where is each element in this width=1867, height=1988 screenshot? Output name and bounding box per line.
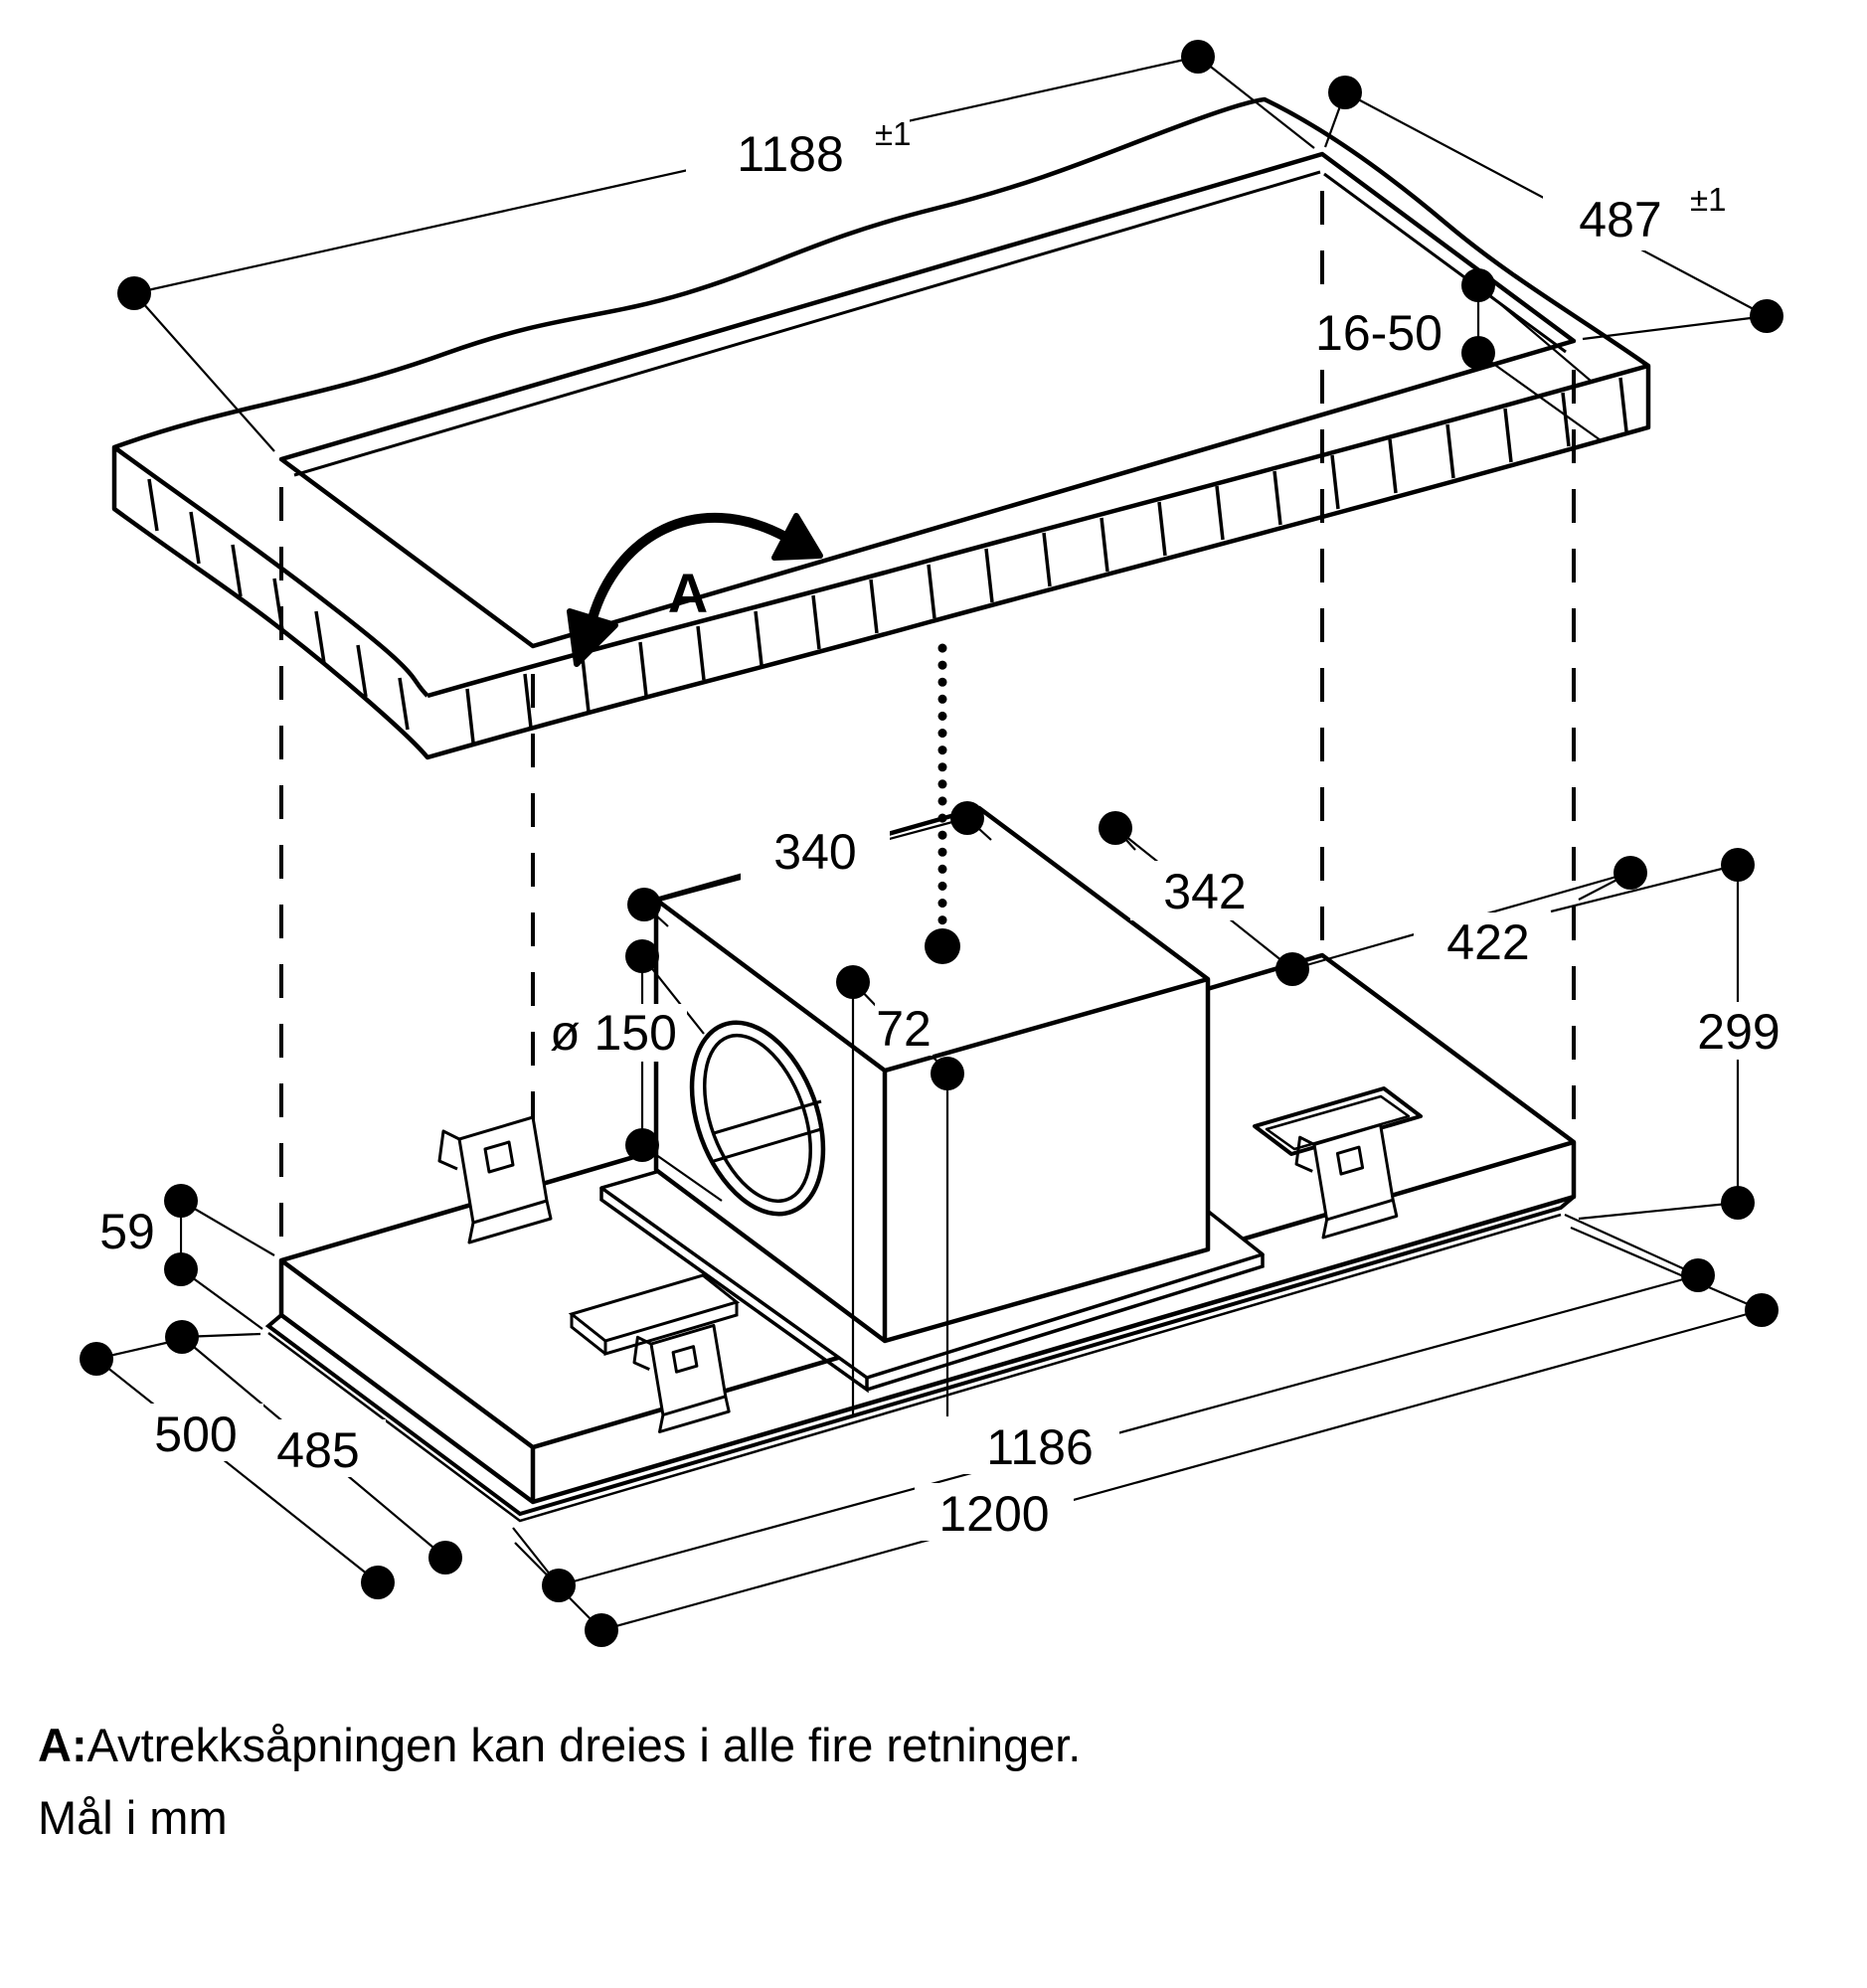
- ceiling-break-edge-left: [112, 445, 429, 698]
- blower-box-edges: [654, 898, 1209, 1341]
- rotation-arrow-icon: [567, 512, 823, 667]
- hood-glass-lip: [264, 1195, 1576, 1517]
- label-cutout-length-tolerance: ±1: [875, 115, 911, 152]
- label-rotation: A: [668, 562, 708, 624]
- label-top-right-width: 422: [1446, 914, 1529, 970]
- connection-cutout-inner: [1265, 1094, 1411, 1151]
- ceiling-cutout-inner-wall: [293, 170, 1567, 477]
- caption-line2: Mål i mm: [38, 1791, 228, 1844]
- mounting-bracket-front: [632, 1323, 731, 1433]
- dim-line-72: [851, 981, 949, 1416]
- ceiling-panel: [111, 96, 1651, 760]
- mounting-bracket-right: [1294, 1123, 1399, 1240]
- dim-line-1188: [133, 55, 1315, 452]
- label-hood-width-inner: 485: [276, 1422, 359, 1478]
- duct-ring: [689, 1020, 826, 1217]
- ceiling-break-edge-front: [426, 363, 1649, 699]
- hood-glass-lip-edge: [267, 1213, 1562, 1523]
- label-hood-length-inner: 1186: [986, 1419, 1094, 1475]
- dimension-dots: [80, 40, 1783, 1647]
- label-ceiling-thickness: 16-50: [1315, 305, 1443, 361]
- mounting-bracket-left: [437, 1115, 553, 1244]
- label-backgrounds: [75, 117, 1813, 1541]
- label-hood-width-outer: 500: [154, 1407, 237, 1462]
- label-duct-offset: 72: [876, 1001, 932, 1057]
- ceiling-edge-hatching: [147, 377, 1628, 744]
- label-blower-length: 340: [773, 824, 856, 880]
- label-cutout-length: 1188: [737, 126, 844, 182]
- caption: A:Avtrekksåpningen kan dreies i alle fir…: [38, 1719, 1081, 1844]
- blower-flange-thickness: [599, 1188, 1265, 1394]
- caption-line1-text: Avtrekksåpningen kan dreies i alle fire …: [87, 1719, 1082, 1771]
- caption-line1: A:Avtrekksåpningen kan dreies i alle fir…: [38, 1719, 1081, 1771]
- label-cutout-width-tolerance: ±1: [1690, 181, 1726, 218]
- dimension-labels: 1188 ±1 487 ±1 16-50 340 342 422 299 72 …: [99, 115, 1781, 1542]
- label-hood-length-outer: 1200: [938, 1486, 1049, 1542]
- label-blower-offset-side: 342: [1163, 864, 1246, 919]
- ceiling-cutout: [278, 151, 1577, 649]
- label-hood-height: 59: [99, 1204, 155, 1259]
- label-blower-height: 299: [1697, 1004, 1780, 1060]
- label-cutout-width: 487: [1579, 192, 1661, 248]
- label-duct-diameter: ø 150: [550, 1005, 677, 1061]
- mounting-plate: [568, 1273, 741, 1357]
- caption-prefix: A:: [38, 1719, 87, 1771]
- connection-cutout: [1253, 1086, 1423, 1156]
